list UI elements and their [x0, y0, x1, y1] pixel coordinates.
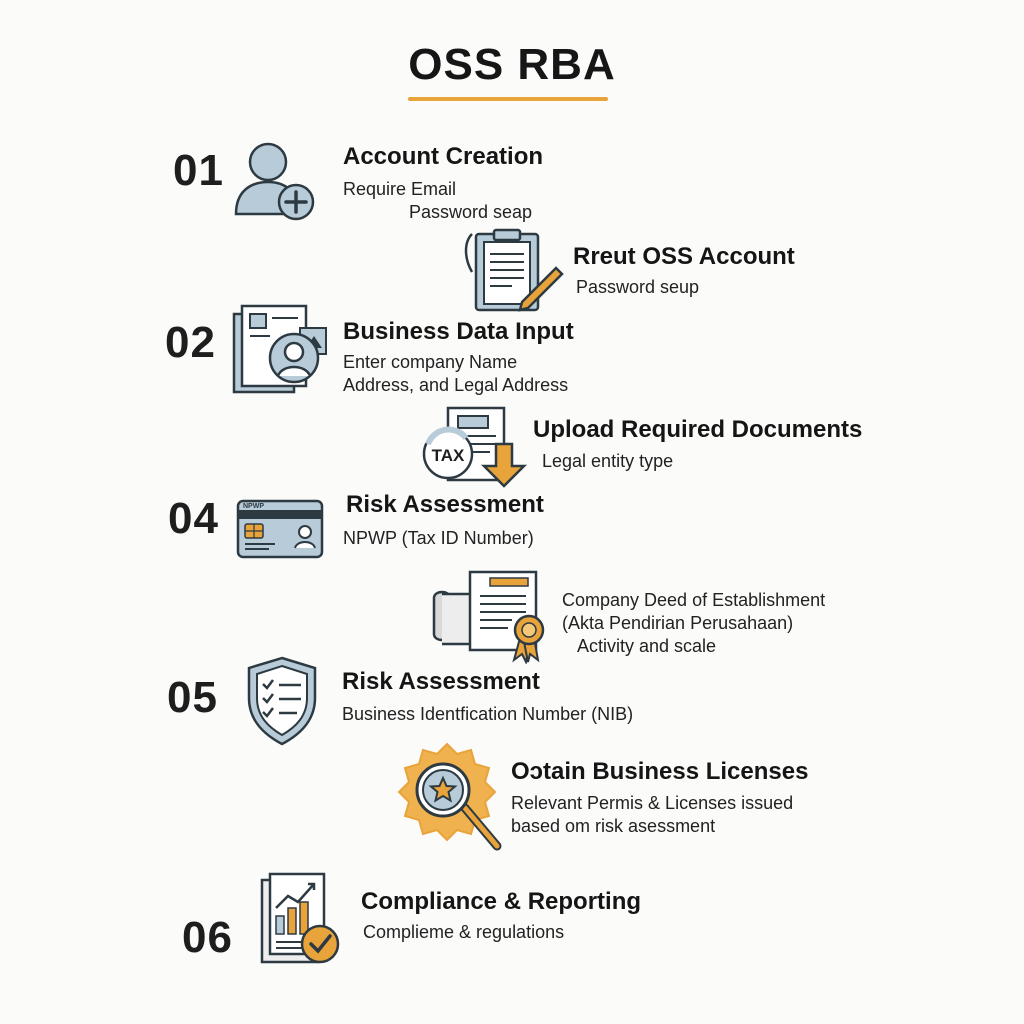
step-line: (Akta Pendirian Perusahaan) — [562, 613, 794, 633]
title-underline — [408, 97, 608, 101]
step-business-data-input: Business Data Input Enter company Name A… — [343, 318, 574, 397]
user-add-icon — [232, 138, 318, 224]
step-line: Address, and Legal Address — [343, 375, 569, 395]
step-heading: Oɔtain Business Licenses — [511, 758, 809, 785]
step-line: Business Identfication Number (NIB) — [342, 704, 634, 724]
step-line: based om risk asessment — [511, 816, 716, 836]
clipboard-pen-icon — [462, 228, 566, 312]
page-title: OSS RBA — [408, 40, 616, 89]
step-line: Relevant Permis & Licenses issued — [511, 793, 794, 813]
step-compliance-reporting: Compliance & Reporting Complieme & regul… — [361, 888, 641, 944]
deed-certificate-icon — [428, 568, 552, 664]
step-upload-documents: Upload Required Documents Legal entity t… — [533, 416, 862, 473]
report-check-icon — [258, 872, 344, 966]
step-oss-account: Rreut OSS Account Password seup — [573, 243, 795, 299]
step-line: Company Deed of Establishment — [562, 590, 826, 610]
id-card-label: NPWP — [243, 503, 264, 510]
step-heading: Rreut OSS Account — [573, 243, 795, 270]
step-line: Require Email — [343, 179, 457, 199]
document-profile-icon — [230, 302, 330, 396]
step-number-01: 01 — [173, 146, 224, 195]
step-number-06: 06 — [182, 913, 233, 962]
step-line: Password seap — [409, 202, 533, 222]
badge-magnifier-icon — [397, 742, 509, 858]
step-heading: Upload Required Documents — [533, 416, 863, 443]
step-heading: Account Creation — [343, 143, 544, 170]
step-heading: Compliance & Reporting — [361, 888, 642, 915]
step-heading: Business Data Input — [343, 318, 574, 345]
step-company-deed: Company Deed of Establishment (Akta Pend… — [562, 589, 825, 658]
step-heading: Risk Assessment — [342, 668, 540, 695]
step-number-04: 04 — [168, 494, 219, 543]
step-line: Password seup — [576, 277, 700, 297]
step-obtain-licenses: Oɔtain Business Licenses Relevant Permis… — [511, 758, 808, 838]
step-line: Legal entity type — [542, 451, 674, 471]
step-line: NPWP (Tax ID Number) — [343, 528, 534, 548]
step-risk-assessment-npwp: Risk Assessment NPWP (Tax ID Number) — [343, 491, 544, 550]
shield-checklist-icon — [245, 654, 319, 748]
step-risk-assessment-nib: Risk Assessment Business Identfication N… — [342, 668, 633, 726]
step-line: Activity and scale — [577, 636, 717, 656]
step-line: Complieme & regulations — [363, 922, 565, 942]
id-card-icon: NPWP — [235, 498, 325, 560]
step-number-05: 05 — [167, 673, 218, 722]
step-account-creation: Account Creation Require Email Password … — [343, 143, 543, 224]
tax-upload-icon: TAX — [418, 404, 534, 490]
tax-icon-label: TAX — [432, 446, 465, 465]
step-heading: Risk Assessment — [346, 491, 544, 518]
step-line: Enter company Name — [343, 352, 518, 372]
step-number-02: 02 — [165, 318, 216, 367]
